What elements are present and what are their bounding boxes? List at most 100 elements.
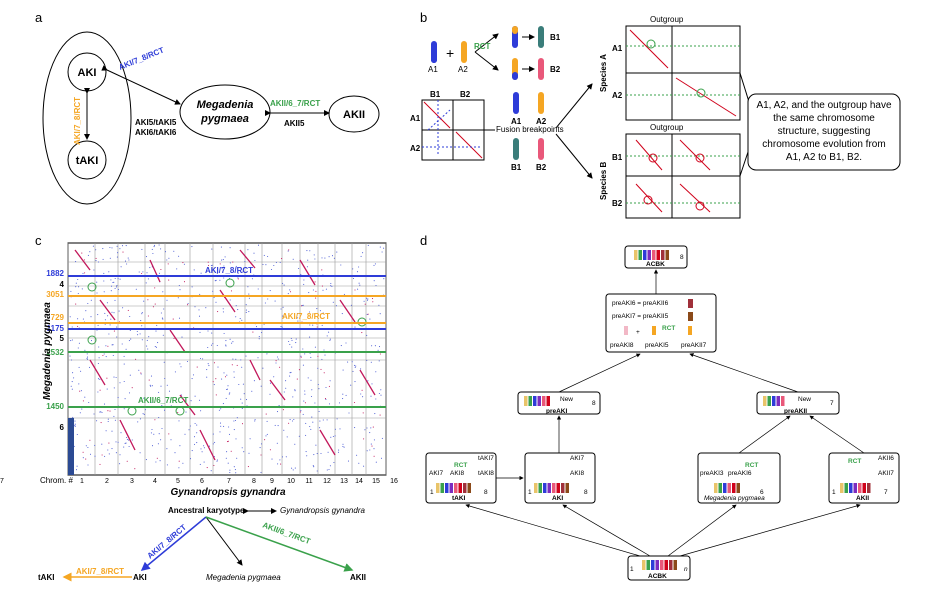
y-label: 6 (60, 423, 65, 432)
svg-text:1: 1 (630, 566, 634, 573)
b-a2-species: A2 (612, 91, 623, 100)
b-a2-plot: A2 (410, 144, 421, 153)
x-tick: 8 (252, 478, 256, 485)
svg-text:8: 8 (592, 400, 596, 407)
y-label: 4 (60, 280, 65, 289)
svg-text:1: 1 (430, 489, 434, 496)
x-tick: 4 (153, 478, 157, 485)
y-label: 2532 (46, 348, 64, 357)
b-conclusion-line-4: chromosome evolution from (762, 139, 885, 150)
svg-text:preAKI3: preAKI3 (700, 470, 724, 477)
svg-text:AKII7: AKII7 (878, 470, 894, 477)
svg-text:RCT: RCT (662, 325, 675, 332)
b-b2-bottom: B2 (536, 163, 547, 172)
aki-blue-label: AKI/7_8/RCT (117, 45, 165, 71)
svg-text:+: + (636, 329, 640, 336)
panel-b: b A1 + A2 RCT B1 B2 B1 B2 A1 A2 Fusion b… (410, 10, 901, 219)
b-a1-top: A1 (428, 65, 438, 74)
x-tick: 3 (130, 478, 134, 485)
b-a2-mid: A2 (536, 117, 547, 126)
c-blue-line-label: AKI/7_8/RCT (205, 266, 253, 275)
b-species-b: Species B (599, 162, 608, 200)
c-tree-blue: AKI/7_8/RCT (146, 523, 189, 561)
x-tick: 17 (0, 478, 4, 485)
dotplot-frame (67, 242, 387, 476)
d-aki: AKI (552, 495, 563, 502)
svg-text:tAKI8: tAKI8 (478, 470, 494, 477)
svg-text:New: New (798, 396, 811, 403)
svg-text:7: 7 (830, 400, 834, 407)
b-a1-mid: A1 (511, 117, 522, 126)
panel-label-c: c (35, 233, 42, 248)
c-gyn-label: Gynandropsis gynandra (280, 506, 365, 515)
y-label: 1450 (46, 402, 64, 411)
d-pre-eq1: preAKI6 = preAKII6 (612, 300, 669, 307)
b-b2-plot: B2 (460, 90, 471, 99)
svg-text:tAKI7: tAKI7 (478, 455, 494, 462)
aki-label: AKI (78, 67, 97, 79)
svg-text:RCT: RCT (745, 462, 758, 469)
d-mega: Megadenia pygmaea (704, 495, 765, 502)
x-tick: 1 (80, 478, 84, 485)
x-tick: 13 (340, 478, 348, 485)
b-a1-species: A1 (612, 44, 623, 53)
panel-c: c AKI/7_8/RCT AKI/7_8/RCT AKII/6_7/RCT 1… (0, 233, 398, 582)
d-acbk-top: ACBK (646, 261, 665, 268)
megadenia-label-2: pygmaea (200, 113, 249, 125)
svg-text:1: 1 (832, 489, 836, 496)
aki-group-ellipse (42, 31, 132, 205)
b-species-a: Species A (599, 54, 608, 92)
aki6-label: AKI6/tAKI6 (135, 128, 177, 137)
svg-text:AKI8: AKI8 (570, 470, 584, 477)
akii5-label: AKII5 (284, 119, 305, 128)
d-acbk-top-n: 8 (680, 254, 684, 261)
panel-label-a: a (35, 10, 43, 25)
b-b1-top: B1 (550, 33, 561, 42)
b-conclusion-line-2: the same chromosome (773, 113, 875, 124)
x-tick: 5 (176, 478, 180, 485)
megadenia-label-1: Megadenia (197, 99, 254, 111)
c-xlabel: Gynandropsis gynandra (170, 487, 285, 498)
x-tick: 7 (227, 478, 231, 485)
b-outgroup-1: Outgroup (650, 15, 684, 24)
b-b1-species: B1 (612, 153, 623, 162)
svg-text:preAKI6: preAKI6 (728, 470, 752, 477)
x-tick: 6 (200, 478, 204, 485)
x-tick: 10 (287, 478, 295, 485)
taki-node (67, 140, 107, 180)
aki-orange-label: AKI/7_8/RCT (73, 97, 82, 145)
b-a1-plot: A1 (410, 114, 421, 123)
b-plus: + (446, 45, 454, 61)
x-tick: 14 (355, 478, 363, 485)
akii-label: AKII (343, 109, 365, 121)
b-rct: RCT (474, 42, 491, 51)
svg-text:8: 8 (484, 489, 488, 496)
x-tick: 16 (390, 478, 398, 485)
c-tree-taki: tAKI (38, 573, 54, 582)
x-tick: 12 (323, 478, 331, 485)
b-conclusion-box (747, 93, 901, 171)
x-tick: 11 (305, 478, 312, 485)
dotplot-dots (69, 244, 385, 474)
x-tick: 2 (105, 478, 109, 485)
c-tree-orange: AKI/7_8/RCT (76, 567, 124, 576)
y-label: 3051 (46, 290, 64, 299)
svg-text:n: n (684, 566, 688, 573)
d-preakii7: preAKII7 (681, 342, 707, 349)
c-ylabel: Megadenia pygmaea (42, 302, 53, 400)
d-pre-eq2: preAKI7 = preAKII5 (612, 313, 669, 320)
svg-text:AKI7: AKI7 (429, 470, 443, 477)
svg-text:8: 8 (584, 489, 588, 496)
d-acbk-bottom: ACBK (648, 573, 667, 580)
c-tree-akii: AKII (350, 573, 366, 582)
c-tree-green: AKII/6_7/RCT (261, 520, 311, 546)
c-orange-line-label: AKI/7_8/RCT (282, 312, 330, 321)
megadenia-node (179, 84, 271, 140)
akii-green-label: AKII/6_7/RCT (270, 99, 320, 108)
b-a2-top: A2 (458, 65, 468, 74)
d-akii: AKII (856, 495, 869, 502)
chrom-6-bar (68, 418, 74, 475)
svg-text:AKII6: AKII6 (878, 455, 894, 462)
